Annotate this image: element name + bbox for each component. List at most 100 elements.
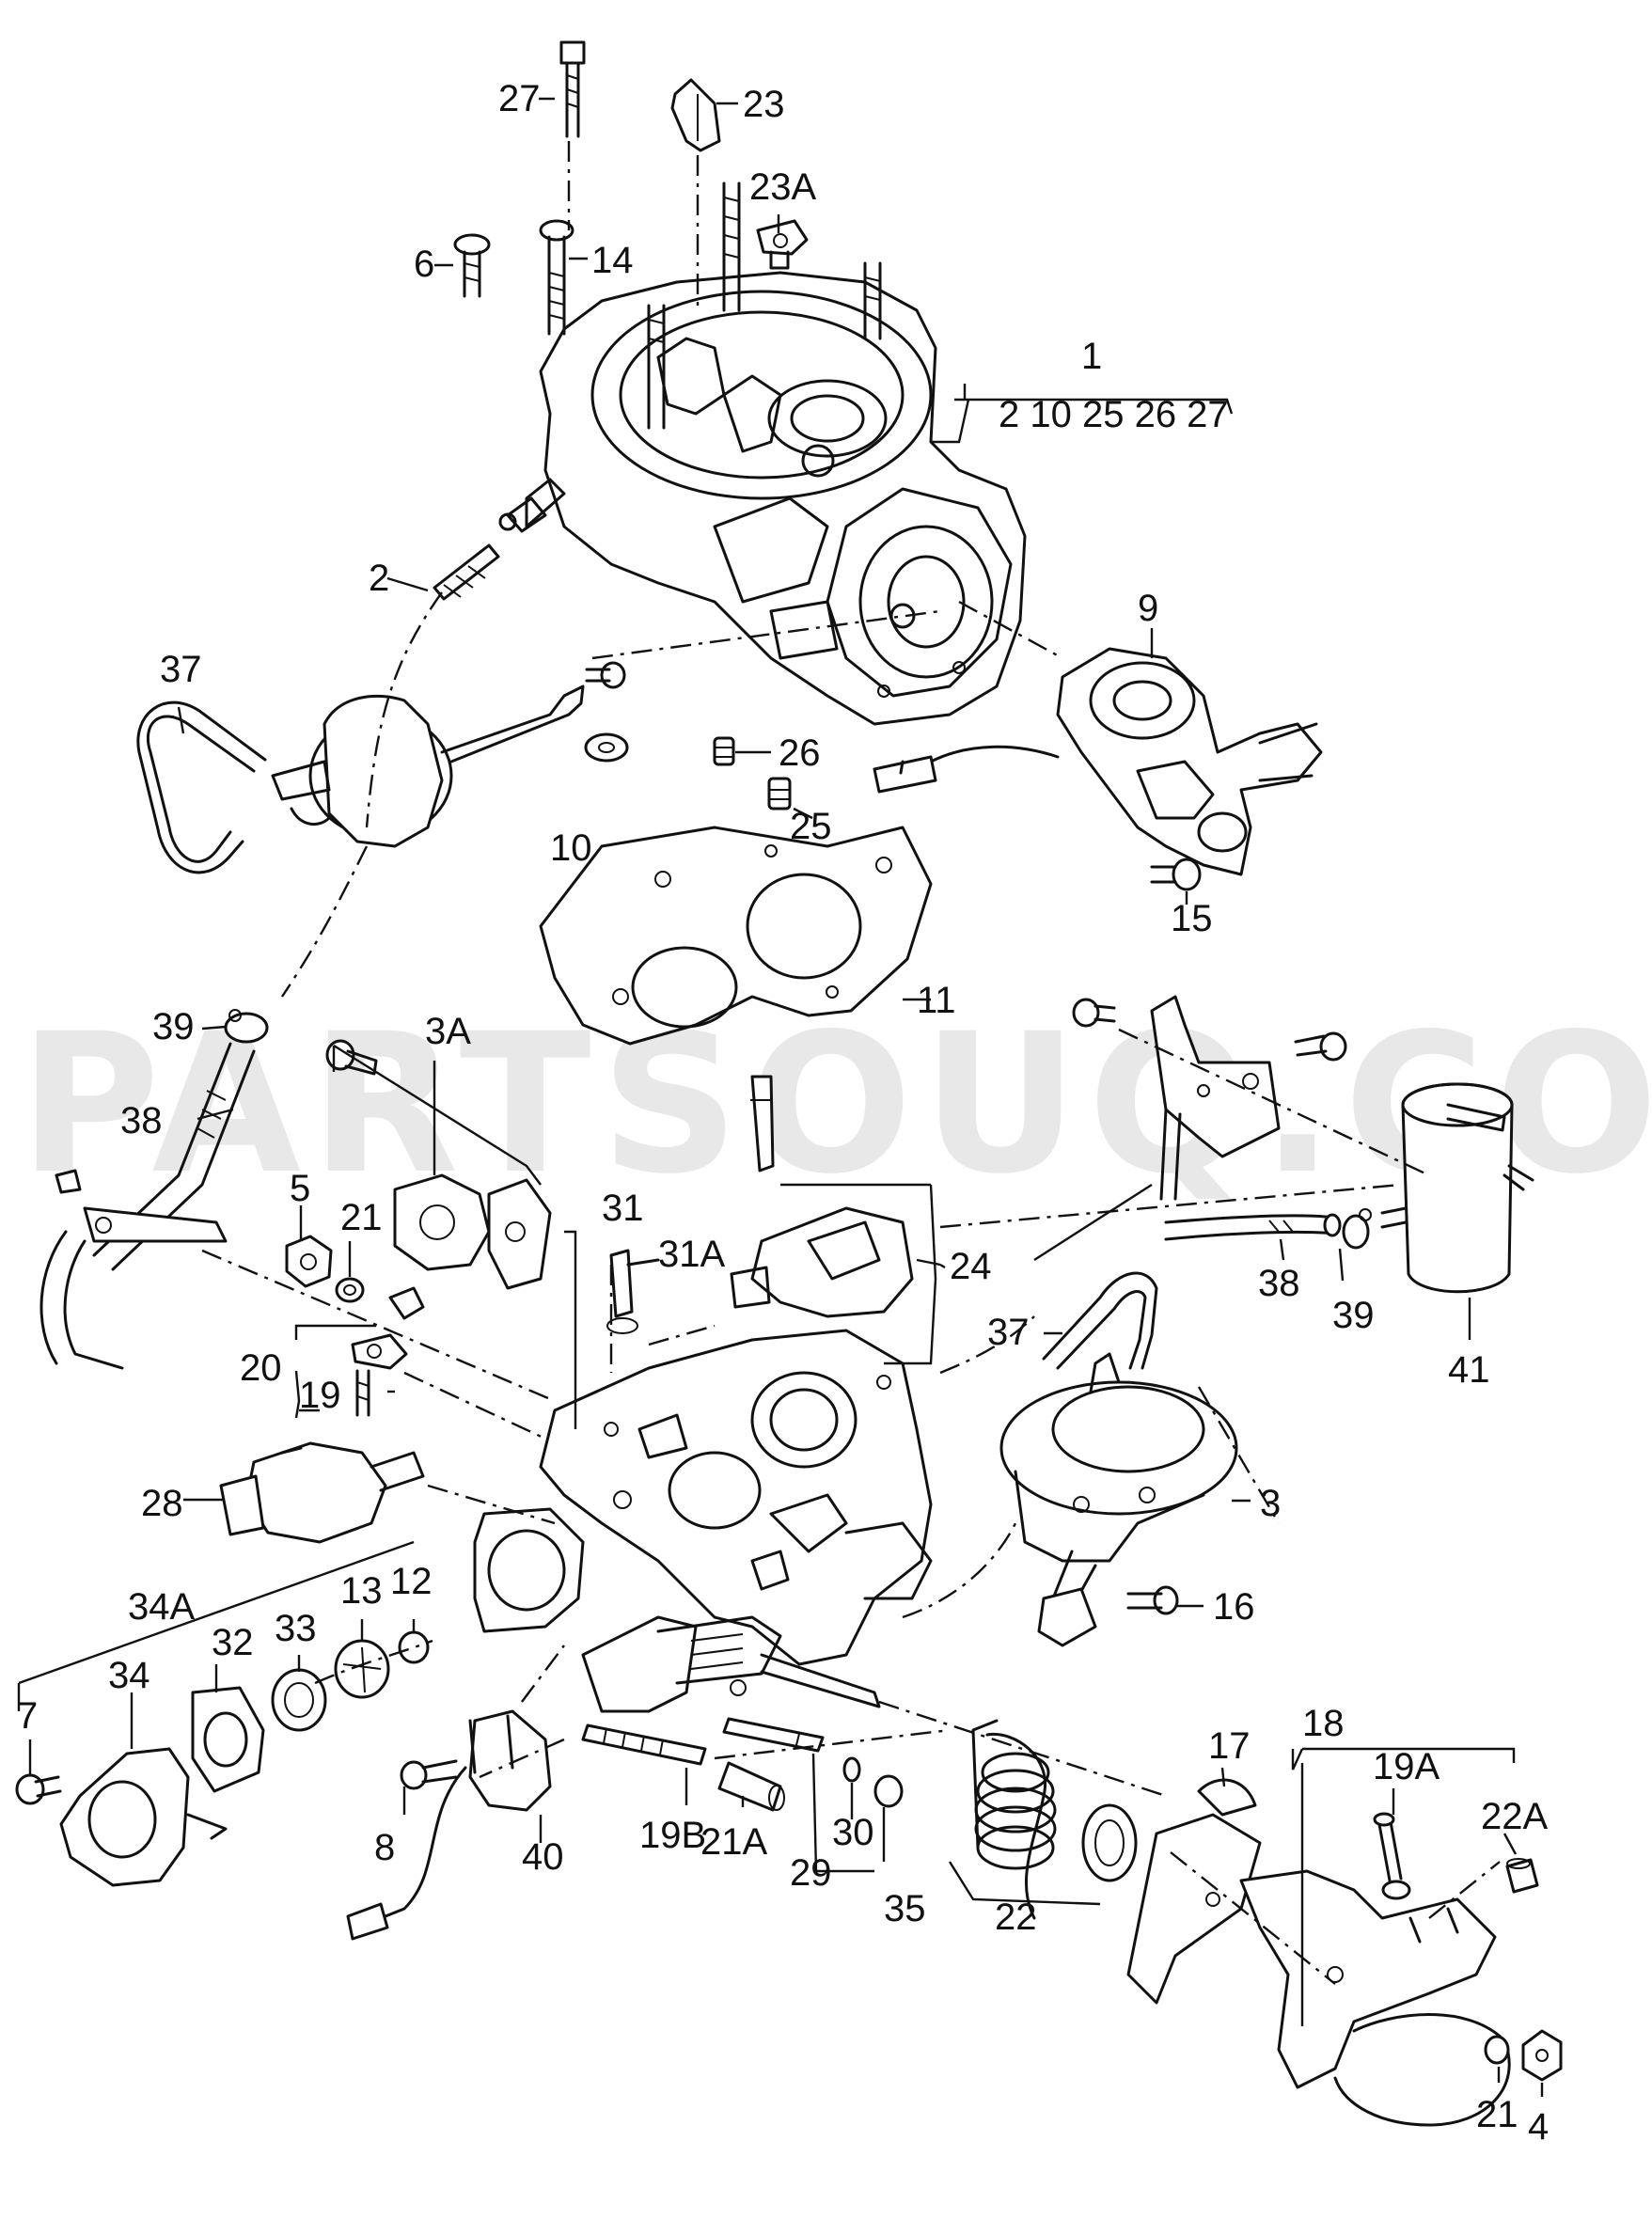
callout-23a: 23A [749,166,816,208]
part-4-nut [1521,2029,1563,2082]
callout-22a: 22A [1481,1796,1548,1837]
part-2-jet [433,543,500,601]
callout-31: 31 [602,1188,644,1229]
callout-37-left: 37 [160,649,202,690]
callout-39-right: 39 [1332,1295,1375,1336]
part-23-lever [670,78,721,152]
callout-38-right: 38 [1258,1263,1300,1304]
part-39-clamp-right [1342,1208,1372,1250]
upper-body-studs [647,181,882,430]
bracket-right [1150,995,1281,1201]
callout-3: 3 [1260,1483,1281,1524]
part-9-wire [929,745,1060,763]
part-33-seal [271,1668,327,1732]
callout-4: 4 [1528,2106,1549,2148]
callout-31a: 31A [658,1234,725,1275]
part-17-lever [1126,1778,1262,2005]
callout-10: 10 [550,827,592,869]
part-24-pin [750,1075,775,1173]
callout-35: 35 [884,1888,926,1929]
part-19-screw [355,1369,370,1417]
callout-5: 5 [290,1168,310,1209]
part-27-screw [559,40,586,138]
callout-14: 14 [591,240,634,281]
part-34-cover [59,1747,228,1887]
callout-25: 25 [790,806,832,847]
part-6-screw [453,233,491,298]
part-19a-screw [1373,1812,1411,1900]
part-29-screw [722,1717,825,1753]
callout-1-includes: 2 10 25 26 27 [999,394,1229,435]
callout-39-left: 39 [152,1006,195,1047]
part-23a-cap [756,219,809,270]
callout-21-right: 21 [1476,2094,1518,2135]
bracket-right-screw-left [1072,998,1116,1028]
part-35-plug [873,1774,904,1808]
part-10-screw [585,661,626,689]
callout-41: 41 [1448,1349,1490,1391]
callout-37-right: 37 [987,1312,1030,1353]
part-3a-gasket [487,1178,552,1290]
callout-40: 40 [522,1836,564,1878]
part-5-nut [285,1235,333,1288]
callout-33: 33 [275,1608,317,1649]
bracket-left [39,1169,228,1370]
part-18-lever-assembly [1239,1869,1511,2127]
part-37-hose-right [1042,1271,1158,1370]
part-24-cover [730,1206,914,1318]
part-3a-valve [393,1173,491,1271]
part-16-screw [1126,1585,1179,1615]
part-19b-screw [581,1723,707,1766]
throttle-linkage [581,1615,881,1713]
watermark: PARTSOUQ.COM [19,993,1652,1217]
part-10-pulldown-unit [271,685,585,848]
callout-19b: 19B [639,1815,706,1856]
part-22-spring [971,1719,1057,1920]
part-15-screw [1150,858,1202,891]
callout-26: 26 [779,732,821,774]
callout-22: 22 [995,1897,1037,1938]
callout-32: 32 [212,1622,254,1663]
part-8-screw [400,1759,458,1790]
callout-3a: 3A [425,1011,471,1052]
part-14-bolt [539,219,574,336]
carburetor-lower-body [539,1329,933,1666]
callout-38-left: 38 [120,1100,163,1141]
part-3-diaphragm-unit [999,1352,1238,1647]
part-12-washer [398,1630,430,1664]
callout-19: 19 [299,1375,341,1416]
callout-24: 24 [950,1246,992,1287]
callout-34a: 34A [128,1586,195,1628]
part-28-cutoff-valve [219,1441,425,1544]
callout-27: 27 [498,78,541,119]
callout-28: 28 [141,1483,183,1524]
part-30-oring [842,1756,861,1783]
callout-17: 17 [1208,1725,1251,1767]
part-11-gasket [539,826,933,1046]
part-21-washer-right [1484,2035,1510,2065]
part-38-hose-right [1164,1213,1342,1241]
callout-29: 29 [790,1852,832,1894]
callout-15: 15 [1171,898,1213,939]
callout-34: 34 [108,1655,150,1696]
part-13-disc [334,1639,390,1699]
callout-13: 13 [340,1570,383,1612]
part-25-screw [767,777,792,811]
alignment-lines [201,141,1501,1985]
callout-21-left: 21 [340,1197,383,1238]
part-21a-spacer [717,1761,785,1812]
callout-16: 16 [1213,1586,1255,1628]
bracket-right-screw-right [1294,1031,1347,1062]
part-22-spring-cup [1081,1803,1138,1882]
part-37-hose-left [146,715,256,863]
callout-8: 8 [374,1827,395,1868]
part-21-washer [335,1277,365,1303]
callout-7: 7 [17,1695,38,1737]
callout-30: 30 [832,1812,874,1853]
part-7-screw [15,1773,62,1805]
callout-21A: 21A [700,1821,767,1863]
callout-18: 18 [1302,1703,1345,1744]
part-9-choke-housing [1056,647,1323,876]
callout-2: 2 [369,558,389,599]
